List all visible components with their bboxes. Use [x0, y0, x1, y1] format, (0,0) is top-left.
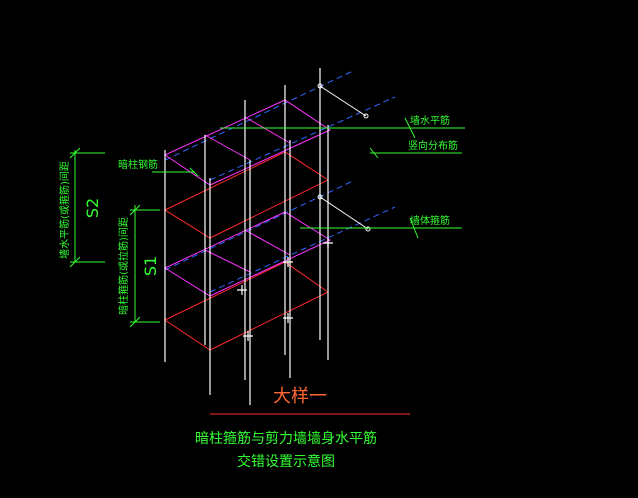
caption-line-1: 暗柱箍筋与剪力墙墙身水平筋 [195, 430, 377, 447]
caption-line-2: 交错设置示意图 [237, 453, 335, 470]
cross-marker-3 [237, 285, 247, 295]
hook-upper [319, 85, 367, 117]
label-hidden-column-rebar: 暗柱钢筋 [118, 158, 158, 171]
tie-upper-diag [204, 134, 251, 161]
wall-horizontal-rebar-bottom [164, 179, 356, 271]
column-stirrup-group [163, 151, 330, 351]
leader-line-group [152, 117, 465, 239]
leader-column-tick [189, 167, 199, 177]
stirrup-upper [163, 151, 330, 239]
label-stirrup: 墙体箍筋 [410, 214, 450, 227]
drawing-title: 大样一 [273, 386, 327, 407]
dim-s2-note: 墙水平筋(或箍筋)间距 [58, 161, 71, 259]
hook-lower [319, 196, 369, 230]
label-vertical-distribution-rebar: 竖向分布筋 [408, 139, 458, 152]
dim-s1-label: S1 [141, 256, 160, 276]
column-vertical-rebar-group [164, 68, 329, 405]
tie-upper-diag2 [244, 116, 291, 144]
dim-s2-tick-bottom [69, 256, 81, 268]
cross-marker-1 [283, 257, 293, 267]
cross-marker-4 [283, 313, 293, 323]
dimension-group [69, 147, 160, 328]
wall-horizontal-rebar-group [164, 69, 396, 293]
tie-lower-diag [204, 249, 251, 273]
leader-stirrup-tick [409, 217, 419, 239]
cross-marker-group [237, 238, 333, 341]
hook-upper-start [317, 83, 323, 89]
hook-group [317, 83, 371, 232]
leader-vertical-dist-tick [369, 147, 379, 159]
hook-lower-end [365, 226, 371, 232]
wall-horizontal-rebar-top-front [209, 96, 396, 181]
hook-lower-start [317, 194, 323, 200]
leader-horizontal-wall-tick [404, 117, 416, 139]
wall-horizontal-rebar-bottom-front [209, 206, 396, 293]
label-horizontal-wall-rebar: 墙水平筋 [410, 114, 450, 127]
tie-lower [163, 211, 332, 297]
dim-s1-note: 暗柱箍筋(或拉筋)间距 [117, 217, 130, 315]
hook-upper-end [363, 113, 369, 119]
dim-s2-tick-top [69, 147, 81, 159]
cross-marker-2 [323, 238, 333, 248]
tie-lower-diag2 [244, 229, 291, 256]
dim-s2-label: S2 [83, 198, 102, 218]
wall-horizontal-rebar-top [164, 69, 356, 161]
dim-s1-tick-bottom [129, 316, 141, 328]
cross-marker-5 [243, 331, 253, 341]
dim-s1-tick-top [129, 204, 141, 216]
